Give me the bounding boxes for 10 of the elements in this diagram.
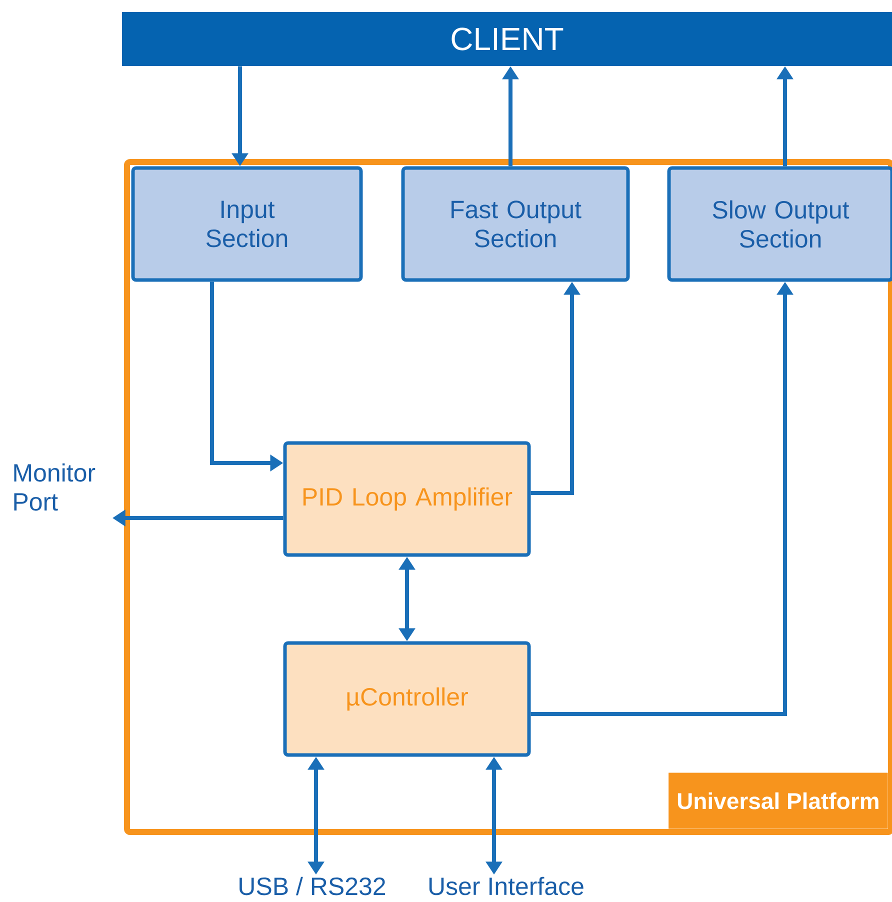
port-label: USB / RS232 <box>240 876 386 896</box>
process-box: µController <box>283 641 531 757</box>
port-label: User Interface <box>429 876 584 896</box>
process-box: PID Loop Amplifier <box>283 441 531 557</box>
client-bar: CLIENT <box>122 12 892 66</box>
port-label: Monitor Port <box>14 463 96 511</box>
section-box: Input Section <box>131 166 363 282</box>
platform-label: Universal Platform <box>668 772 888 829</box>
section-box: Slow Output Section <box>667 166 892 282</box>
section-box: Fast Output Section <box>401 166 630 282</box>
